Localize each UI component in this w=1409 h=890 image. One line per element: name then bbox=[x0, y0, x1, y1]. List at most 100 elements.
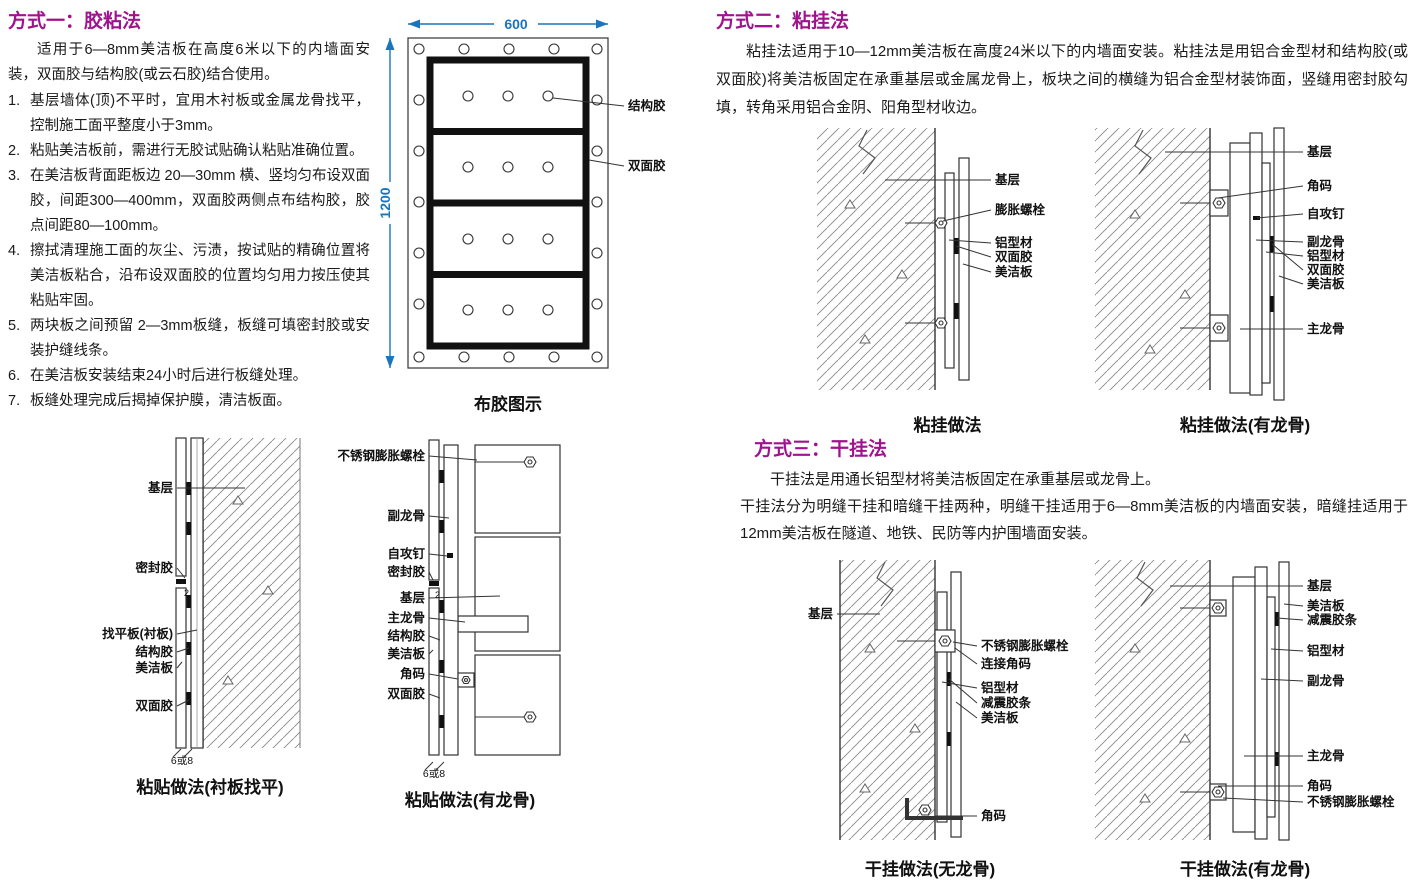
step-text: 粘贴美洁板前，需进行无胶试贴确认粘贴准确位置。 bbox=[30, 143, 364, 160]
bracket-bolt-icon bbox=[1180, 314, 1229, 342]
glue-block bbox=[186, 692, 191, 705]
method2-title: 方式二：粘挂法 bbox=[716, 11, 850, 32]
figure-caption: 粘挂做法(有龙骨) bbox=[1179, 416, 1311, 435]
main-keel bbox=[1229, 142, 1251, 394]
method3-title: 方式三：干挂法 bbox=[754, 439, 888, 460]
aluminum-profile bbox=[1261, 162, 1271, 384]
bracket-bolt-icon bbox=[1180, 189, 1229, 217]
sub-keel bbox=[1254, 566, 1268, 840]
figure-dry-nokeel: 基层 不锈钢膨胀螺栓 连接角码 铝型材 减震胶条 美洁板 角码 干挂做法(无龙骨… bbox=[785, 552, 1075, 880]
dry-nokeel-diagram: 基层 不锈钢膨胀螺栓 连接角码 铝型材 减震胶条 美洁板 角码 bbox=[807, 560, 1069, 840]
method1-intro: 适用于6—8mm美洁板在高度6米以下的内墙面安装，双面胶与结构胶(或云石胶)结合… bbox=[8, 42, 370, 83]
diagram-label: 连接角码 bbox=[981, 656, 1031, 671]
screw-icon bbox=[447, 553, 453, 558]
tape-block bbox=[1270, 296, 1274, 312]
aluminum-profile bbox=[944, 172, 955, 369]
step-item: 3.在美洁板背面距板边 20—30mm 横、竖均匀布设双面胶，间距300—400… bbox=[8, 164, 370, 239]
step-text: 基层墙体(顶)不平时，宜用木衬板或金属龙骨找平，控制施工面平整度小于3mm。 bbox=[30, 93, 370, 135]
base-block bbox=[474, 536, 561, 652]
width-dimension-value: 600 bbox=[504, 16, 528, 32]
figure-caption: 粘贴做法(衬板找平) bbox=[136, 778, 284, 797]
panel bbox=[175, 587, 187, 749]
diagram-label: 角码 bbox=[400, 666, 425, 681]
wall-hatch bbox=[840, 560, 935, 840]
rubber-strip bbox=[947, 732, 951, 746]
step-number: 1. bbox=[8, 93, 21, 110]
paste-liner-diagram: 基层 密封胶 找平板(衬板) 结构胶 美洁板 双面胶 2 6或8 bbox=[102, 437, 301, 767]
glue-block bbox=[439, 470, 444, 483]
diagram-label: 基层 bbox=[994, 172, 1021, 187]
glue-block bbox=[439, 520, 444, 533]
figure-caption: 粘贴做法(有龙骨) bbox=[404, 791, 536, 810]
glue-block bbox=[186, 595, 191, 608]
panel bbox=[1278, 561, 1290, 841]
break-line-icon bbox=[1136, 561, 1154, 607]
bolt-icon bbox=[475, 456, 537, 468]
diagram-label: 副龙骨 bbox=[1307, 234, 1345, 249]
diagram-label: 美洁板 bbox=[1307, 598, 1345, 613]
diagram-label: 基层 bbox=[147, 480, 174, 495]
width-dimension: 600 bbox=[408, 16, 608, 32]
diagram-label: 基层 bbox=[807, 606, 834, 621]
diagram-label: 铝型材 bbox=[1307, 248, 1345, 263]
diagram-label: 不锈钢膨胀螺栓 bbox=[981, 638, 1069, 653]
tape-label: 双面胶 bbox=[627, 158, 666, 173]
aluminum-profile bbox=[1266, 596, 1276, 818]
angle-bracket-icon bbox=[905, 798, 963, 820]
diagram-label: 双面胶 bbox=[1306, 262, 1345, 277]
diagram-label: 铝型材 bbox=[981, 680, 1019, 695]
figure-paste-keel: 不锈钢膨胀螺栓 副龙骨 自攻钉 密封胶 基层 主龙骨 结构胶 美洁板 角码 双面… bbox=[325, 430, 615, 811]
panel bbox=[428, 587, 440, 756]
sub-keel bbox=[1249, 132, 1263, 396]
diagram-label: 结构胶 bbox=[387, 628, 425, 643]
diagram-label: 角码 bbox=[1307, 778, 1332, 793]
paste-keel-diagram: 不锈钢膨胀螺栓 副龙骨 自攻钉 密封胶 基层 主龙骨 结构胶 美洁板 角码 双面… bbox=[337, 439, 561, 780]
method3-section: 方式三：干挂法 干挂法是用通长铝型材将美洁板固定在承重基层或龙骨上。 干挂法分为… bbox=[740, 434, 1408, 547]
diagram-label: 美洁板 bbox=[387, 646, 425, 661]
diagram-label: 不锈钢膨胀螺栓 bbox=[337, 448, 425, 463]
main-keel bbox=[1232, 576, 1256, 833]
aluminum-profile bbox=[936, 591, 948, 823]
diagram-label: 双面胶 bbox=[994, 249, 1033, 264]
panel bbox=[175, 437, 187, 577]
diagram-label: 密封胶 bbox=[386, 564, 425, 579]
tape-block bbox=[954, 303, 959, 319]
figure-dry-keel: 基层 美洁板 减震胶条 铝型材 副龙骨 主龙骨 角码 不锈钢膨胀螺栓 干挂做法(… bbox=[1085, 552, 1405, 880]
break-line-icon bbox=[1134, 129, 1152, 175]
step-item: 1. 基层墙体(顶)不平时，宜用木衬板或金属龙骨找平，控制施工面平整度小于3mm。 bbox=[8, 89, 370, 139]
method1-steps: 1. 基层墙体(顶)不平时，宜用木衬板或金属龙骨找平，控制施工面平整度小于3mm。… bbox=[8, 89, 370, 413]
rubber-strip bbox=[1275, 752, 1279, 766]
diagram-label: 主龙骨 bbox=[1307, 748, 1345, 763]
structural-glue-label: 结构胶 bbox=[628, 98, 666, 113]
sealant-joint bbox=[429, 581, 439, 586]
diagram-label: 自攻钉 bbox=[387, 546, 425, 561]
tape-frame bbox=[426, 56, 590, 350]
step-text: 板缝处理完成后揭掉保护膜，清洁板面。 bbox=[30, 392, 291, 409]
wall-hatch bbox=[817, 128, 935, 390]
diagram-label: 不锈钢膨胀螺栓 bbox=[1307, 794, 1395, 809]
step-item: 5.两块板之间预留 2—3mm板缝，板缝可填密封胶或安装护缝线条。 bbox=[8, 314, 370, 364]
joint-dimension: 2 bbox=[435, 590, 440, 600]
diagram-label: 减震胶条 bbox=[1307, 612, 1358, 627]
height-dimension: 1200 bbox=[377, 38, 395, 368]
diagram-label: 铝型材 bbox=[1307, 643, 1345, 658]
figure-glue-layout: 600 1200 结构胶 双面胶 布胶 bbox=[368, 10, 688, 415]
anchor-bracket-icon bbox=[897, 629, 956, 653]
panel bbox=[958, 157, 970, 381]
bracket-bolt-icon bbox=[1180, 599, 1227, 617]
diagram-label: 美洁板 bbox=[135, 660, 173, 675]
step-number: 5. bbox=[8, 317, 21, 334]
wall-hatch bbox=[203, 438, 300, 748]
break-line-icon bbox=[876, 561, 894, 607]
height-dimension-value: 1200 bbox=[377, 187, 393, 218]
rubber-strip bbox=[1275, 612, 1279, 626]
diagram-label: 铝型材 bbox=[995, 235, 1033, 250]
step-item: 2.粘贴美洁板前，需进行无胶试贴确认粘贴准确位置。 bbox=[8, 139, 370, 164]
glue-block bbox=[439, 715, 444, 728]
step-item: 7.板缝处理完成后揭掉保护膜，清洁板面。 bbox=[8, 389, 370, 414]
step-item: 4.擦拭清理施工面的灰尘、污渍，按试贴的精确位置将美洁板粘合，沿布设双面胶的位置… bbox=[8, 239, 370, 314]
glue-block bbox=[186, 522, 191, 535]
method1-title: 方式一：胶粘法 bbox=[8, 11, 142, 32]
hang-keel-diagram: 基层 角码 自攻钉 副龙骨 铝型材 双面胶 美洁板 主龙骨 bbox=[1095, 127, 1345, 401]
diagram-label: 膨胀螺栓 bbox=[994, 202, 1046, 217]
